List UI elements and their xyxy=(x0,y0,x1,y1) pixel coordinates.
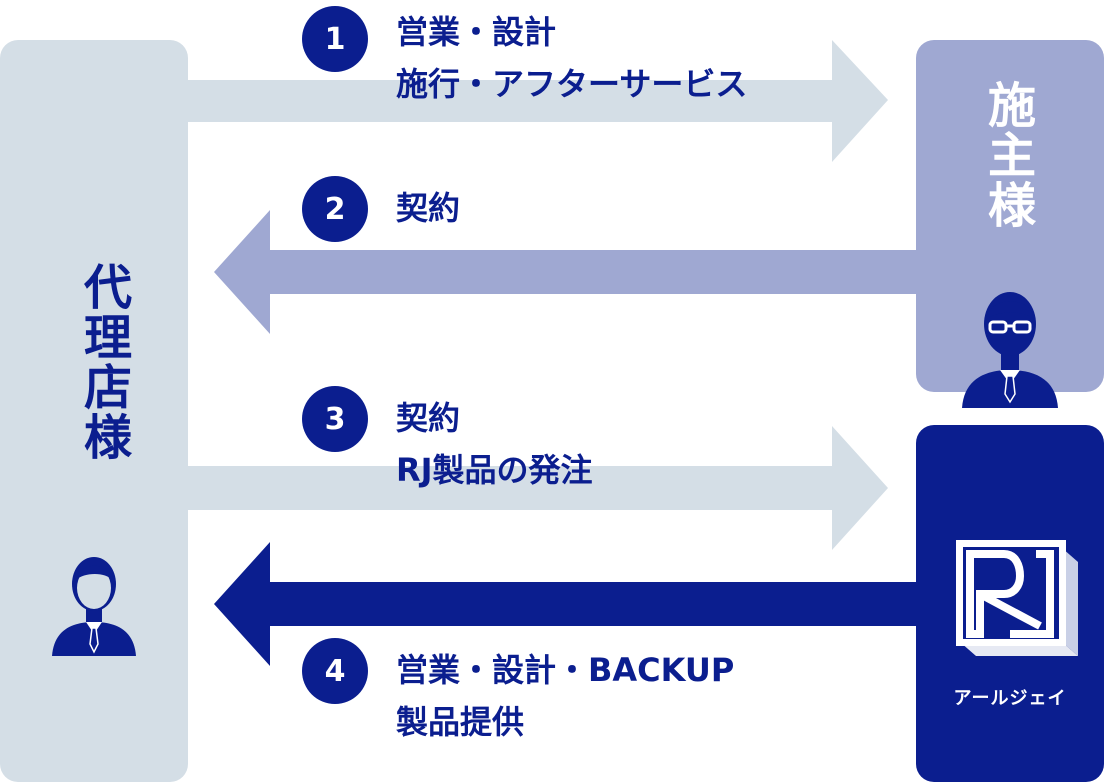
step-3-line-2: RJ製品の発注 xyxy=(396,451,593,489)
step-2-line-1: 契約 xyxy=(396,189,461,227)
step-3-number: 3 xyxy=(302,386,368,452)
step-1-line-1: 営業・設計 xyxy=(396,13,557,51)
step-1-number: 1 xyxy=(302,6,368,72)
step-2-number: 2 xyxy=(302,176,368,242)
owner-label: 施主様 xyxy=(979,80,1035,230)
arrow-step-2 xyxy=(214,210,916,334)
step-4-line-1: 営業・設計・BACKUP xyxy=(396,651,735,689)
arrow-step-4 xyxy=(214,542,916,666)
agent-label: 代理店様 xyxy=(75,262,131,462)
rj-caption: アールジェイ xyxy=(953,688,1067,709)
step-4-line-2: 製品提供 xyxy=(396,703,525,741)
step-1-line-2: 施行・アフターサービス xyxy=(396,65,748,103)
step-3-line-1: 契約 xyxy=(396,399,461,437)
agent-box xyxy=(0,40,188,782)
step-2-text: 契約 xyxy=(396,182,460,234)
agent-person-icon xyxy=(52,557,136,656)
step-4-text: 営業・設計・BACKUP 製品提供 xyxy=(396,644,734,748)
owner-person-icon xyxy=(962,292,1058,408)
rj-logo-icon xyxy=(956,540,1078,656)
arrow-step-1 xyxy=(188,40,888,162)
arrow-step-3 xyxy=(188,426,888,550)
step-3-text: 契約 RJ製品の発注 xyxy=(396,392,593,496)
step-4-number: 4 xyxy=(302,638,368,704)
step-1-text: 営業・設計 施行・アフターサービス xyxy=(396,6,747,110)
